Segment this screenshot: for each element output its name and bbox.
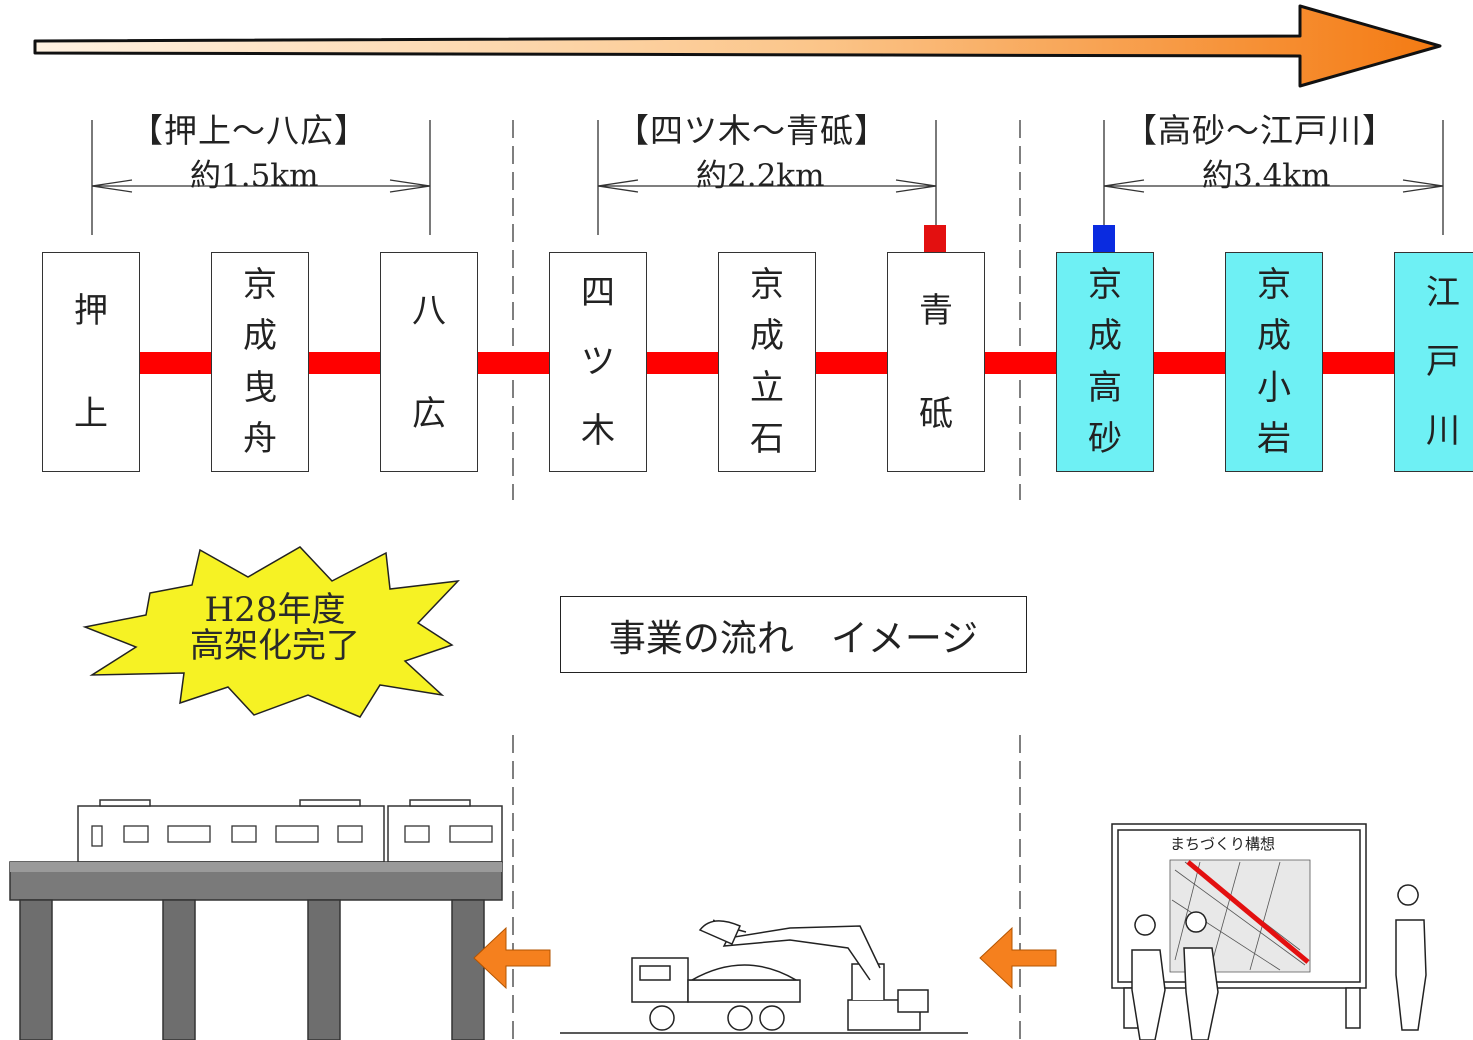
burst-line-1: H28年度 bbox=[204, 590, 346, 630]
flow-arrow-left bbox=[473, 926, 1057, 990]
station-box: 京成小岩 bbox=[1225, 252, 1323, 472]
section-title-2: 【四ツ木～青砥】 bbox=[616, 111, 888, 150]
construction-machines-illustration bbox=[560, 919, 968, 1034]
station-char: 上 bbox=[74, 393, 108, 434]
completion-burst-text: H28年度 高架化完了 bbox=[160, 592, 390, 664]
station-char: 成 bbox=[243, 316, 277, 357]
station-box: 四ツ木 bbox=[549, 252, 647, 472]
station-char: 成 bbox=[750, 316, 784, 357]
station-char: 舟 bbox=[243, 419, 277, 460]
station-box: 京成立石 bbox=[718, 252, 816, 472]
station-char: 砥 bbox=[919, 393, 953, 434]
station-box: 押上 bbox=[42, 252, 140, 472]
elevated-train-illustration bbox=[9, 799, 503, 1040]
station-box: 江戸川 bbox=[1394, 252, 1473, 472]
station-char: 青 bbox=[919, 290, 953, 331]
section-title-3: 【高砂～江戸川】 bbox=[1124, 111, 1396, 150]
station-char: 木 bbox=[581, 410, 615, 451]
section-distance-1: 約1.5km bbox=[190, 158, 319, 194]
station-char: 京 bbox=[1257, 264, 1291, 305]
station-char: 成 bbox=[1088, 316, 1122, 357]
station-char: ツ bbox=[581, 341, 615, 382]
progress-arrow bbox=[33, 4, 1442, 88]
station-char: 曳 bbox=[243, 367, 277, 408]
station-char: 戸 bbox=[1426, 341, 1460, 382]
station-char: 京 bbox=[750, 264, 784, 305]
station-box: 青砥 bbox=[887, 252, 985, 472]
station-char: 京 bbox=[243, 264, 277, 305]
station-box: 八広 bbox=[380, 252, 478, 472]
station-char: 川 bbox=[1426, 410, 1460, 451]
station-char: 岩 bbox=[1257, 419, 1291, 460]
section-distance-3: 約3.4km bbox=[1202, 158, 1331, 194]
station-char: 石 bbox=[750, 419, 784, 460]
station-char: 立 bbox=[750, 367, 784, 408]
town-planning-board-illustration bbox=[1111, 823, 1427, 1040]
map-board-title: まちづくり構想 bbox=[1170, 835, 1276, 853]
station-char: 成 bbox=[1257, 316, 1291, 357]
station-char: 広 bbox=[412, 393, 446, 434]
track-line bbox=[140, 352, 1395, 374]
station-char: 高 bbox=[1088, 367, 1122, 408]
station-char: 四 bbox=[581, 273, 615, 314]
marker-red bbox=[924, 225, 946, 252]
section-distance-2: 約2.2km bbox=[696, 158, 825, 194]
burst-line-2: 高架化完了 bbox=[190, 626, 360, 666]
station-char: 砂 bbox=[1088, 419, 1122, 460]
station-char: 京 bbox=[1088, 264, 1122, 305]
flow-title-box: 事業の流れ イメージ bbox=[560, 596, 1027, 673]
section-title-1: 【押上～八広】 bbox=[130, 111, 368, 150]
station-char: 小 bbox=[1257, 367, 1291, 408]
station-char: 八 bbox=[412, 290, 446, 331]
station-char: 江 bbox=[1426, 273, 1460, 314]
station-char: 押 bbox=[74, 290, 108, 331]
marker-blue bbox=[1093, 225, 1115, 252]
station-box: 京成曳舟 bbox=[211, 252, 309, 472]
station-box: 京成高砂 bbox=[1056, 252, 1154, 472]
completion-burst bbox=[82, 546, 460, 718]
